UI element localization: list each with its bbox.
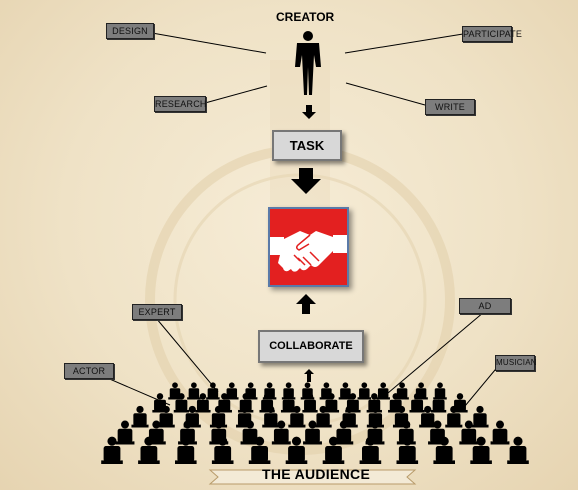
tag-write: WRITE <box>425 99 475 115</box>
person-silhouette-icon <box>295 31 321 95</box>
line-participate <box>344 33 464 54</box>
line-research <box>204 85 268 104</box>
tag-participate: PARTICIPATE <box>462 26 522 42</box>
line-design <box>151 32 267 54</box>
arrow-audience-to-collaborate <box>304 369 314 382</box>
audience-member <box>115 420 135 445</box>
handshake-panel <box>268 207 349 287</box>
tag-design: DESIGN <box>106 23 154 39</box>
tag-musician: MUSICIAN <box>495 355 537 371</box>
handshake-icon <box>270 231 347 272</box>
tag-research: RESEARCH <box>154 96 206 112</box>
audience-member <box>471 405 489 428</box>
creator-title: CREATOR <box>276 10 335 24</box>
audience-member <box>131 405 149 428</box>
arrow-creator-to-task <box>302 105 316 119</box>
tag-actor: ACTOR <box>64 363 114 379</box>
audience-title: THE AUDIENCE <box>262 466 371 482</box>
audience-member <box>507 436 529 464</box>
tag-ad: AD <box>459 298 511 314</box>
audience-scroll <box>208 469 417 485</box>
line-musician <box>464 363 501 407</box>
audience-member <box>376 382 390 400</box>
audience-member <box>187 382 201 400</box>
task-box: TASK <box>272 130 342 161</box>
line-expert <box>155 317 219 393</box>
collaborate-box: COLLABORATE <box>258 330 364 363</box>
audience-member <box>206 382 220 400</box>
audience-member <box>490 420 510 445</box>
line-ad <box>387 311 485 394</box>
arrow-collaborate-to-handshake <box>296 294 316 314</box>
arrow-task-to-handshake <box>291 168 321 194</box>
audience-member <box>357 382 372 400</box>
tag-expert: EXPERT <box>132 304 182 320</box>
line-write <box>345 82 426 106</box>
